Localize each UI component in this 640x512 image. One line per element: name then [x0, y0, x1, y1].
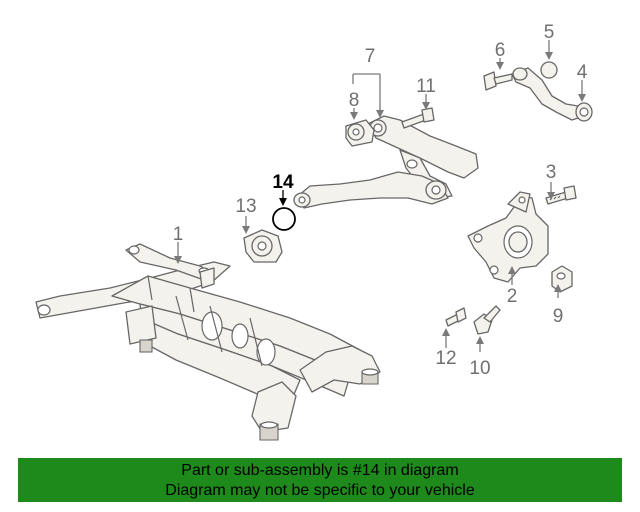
callout-leaders — [174, 40, 586, 352]
banner-line-disclaimer: Diagram may not be specific to your vehi… — [165, 482, 475, 499]
callout-14: 14 — [272, 172, 294, 193]
banner-line-part: Part or sub-assembly is #14 in diagram — [181, 462, 459, 479]
bolt-11 — [401, 107, 435, 129]
callout-10: 10 — [469, 358, 490, 379]
callout-7: 7 — [365, 46, 376, 67]
bolt-12 — [445, 307, 467, 327]
callout-9: 9 — [553, 306, 564, 327]
callout-8: 8 — [349, 90, 360, 111]
lower-link-arm-14 — [293, 171, 449, 209]
callout-labels: 1 2 3 4 5 6 7 8 9 10 11 12 13 14 — [173, 22, 588, 379]
cam-bolt-10 — [473, 305, 501, 335]
washer-5 — [540, 61, 558, 79]
callout-13: 13 — [235, 196, 256, 217]
callout-3: 3 — [546, 162, 557, 183]
bushing-13 — [243, 229, 283, 263]
callout-1: 1 — [173, 224, 184, 245]
parts-diagram: 1 2 3 4 5 6 7 8 9 10 11 12 13 14 — [35, 22, 593, 441]
callout-11: 11 — [416, 76, 436, 97]
callout-6: 6 — [495, 40, 506, 61]
callout-5: 5 — [544, 22, 555, 43]
knuckle-carrier — [467, 191, 549, 283]
highlight-ring-14 — [272, 207, 296, 231]
callout-4: 4 — [577, 62, 588, 83]
subframe-crossmember — [35, 243, 381, 441]
bolt-6 — [483, 71, 513, 91]
bushing-8 — [345, 119, 375, 147]
callout-2: 2 — [507, 286, 518, 307]
info-banner: Part or sub-assembly is #14 in diagram D… — [18, 458, 622, 502]
bushing-9 — [551, 265, 573, 293]
upper-control-arm — [511, 67, 593, 122]
callout-12: 12 — [435, 348, 456, 369]
